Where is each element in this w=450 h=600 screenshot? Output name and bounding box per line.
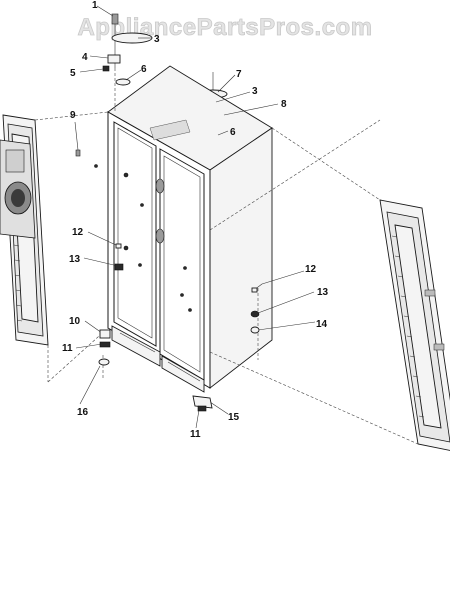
callout-10: 10: [69, 316, 81, 327]
stop-12-right: [251, 287, 258, 293]
callout-14: 14: [316, 319, 328, 330]
callout-12-left: 12: [72, 227, 84, 238]
callout-6-right: 6: [230, 127, 236, 138]
bottom-hinge-15: [192, 395, 213, 409]
bushing-16: [98, 358, 110, 366]
callout-labels: 1 3 4 5 6 7 3 8 9 6 12 13 12 13 14 10 11…: [62, 0, 329, 440]
callout-13-left: 13: [69, 254, 81, 265]
screw-9: [75, 149, 81, 157]
callout-15: 15: [228, 412, 240, 423]
hinge-bracket-4: [107, 54, 121, 64]
callout-13-right: 13: [317, 287, 329, 298]
refrigerator-cabinet: [107, 65, 273, 393]
callout-3-top: 3: [154, 34, 160, 45]
stop-13-left: [114, 263, 124, 271]
stop-13-right: [250, 310, 260, 318]
callout-16: 16: [77, 407, 89, 418]
leader-lines: [34, 5, 419, 445]
callout-9: 9: [70, 110, 76, 121]
callout-11-left: 11: [62, 343, 73, 354]
stop-12-left: [115, 243, 122, 249]
washer-14: [250, 326, 260, 334]
callout-6-top: 6: [141, 64, 147, 75]
freezer-door: [0, 114, 49, 346]
callout-3-right: 3: [252, 86, 258, 97]
screw-5: [102, 65, 110, 72]
callout-5: 5: [70, 68, 76, 79]
hinge-pin-1: [111, 13, 119, 25]
fresh-food-door: [379, 199, 450, 451]
bushing-6-top: [115, 78, 131, 86]
callout-7: 7: [236, 69, 242, 80]
callout-1: 1: [92, 0, 98, 11]
callout-11-right: 11: [190, 429, 201, 440]
top-hinge-assembly: [102, 13, 153, 86]
bottom-hinge-10: [99, 329, 111, 339]
screw-11-left: [99, 341, 111, 348]
callout-12-right: 12: [305, 264, 317, 275]
screw-11-right: [197, 405, 207, 412]
callout-4: 4: [82, 52, 88, 63]
callout-8: 8: [281, 99, 287, 110]
fasteners: [75, 149, 260, 412]
